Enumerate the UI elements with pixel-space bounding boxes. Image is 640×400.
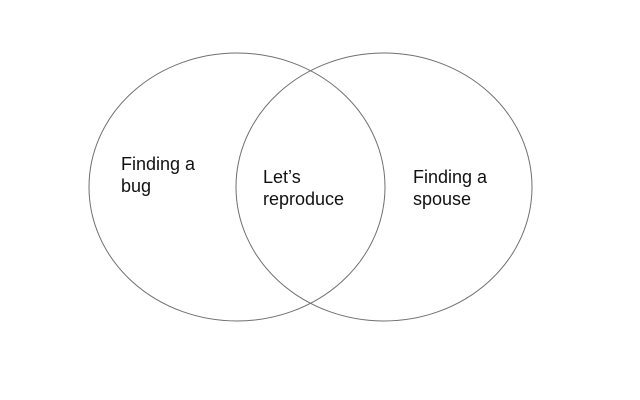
right-set-label: Finding a spouse	[413, 167, 488, 209]
left-set-label: Finding a bug	[121, 154, 196, 196]
left-circle	[88, 52, 386, 322]
intersection-label: Let’s reproduce	[263, 167, 345, 209]
right-circle	[235, 52, 533, 322]
